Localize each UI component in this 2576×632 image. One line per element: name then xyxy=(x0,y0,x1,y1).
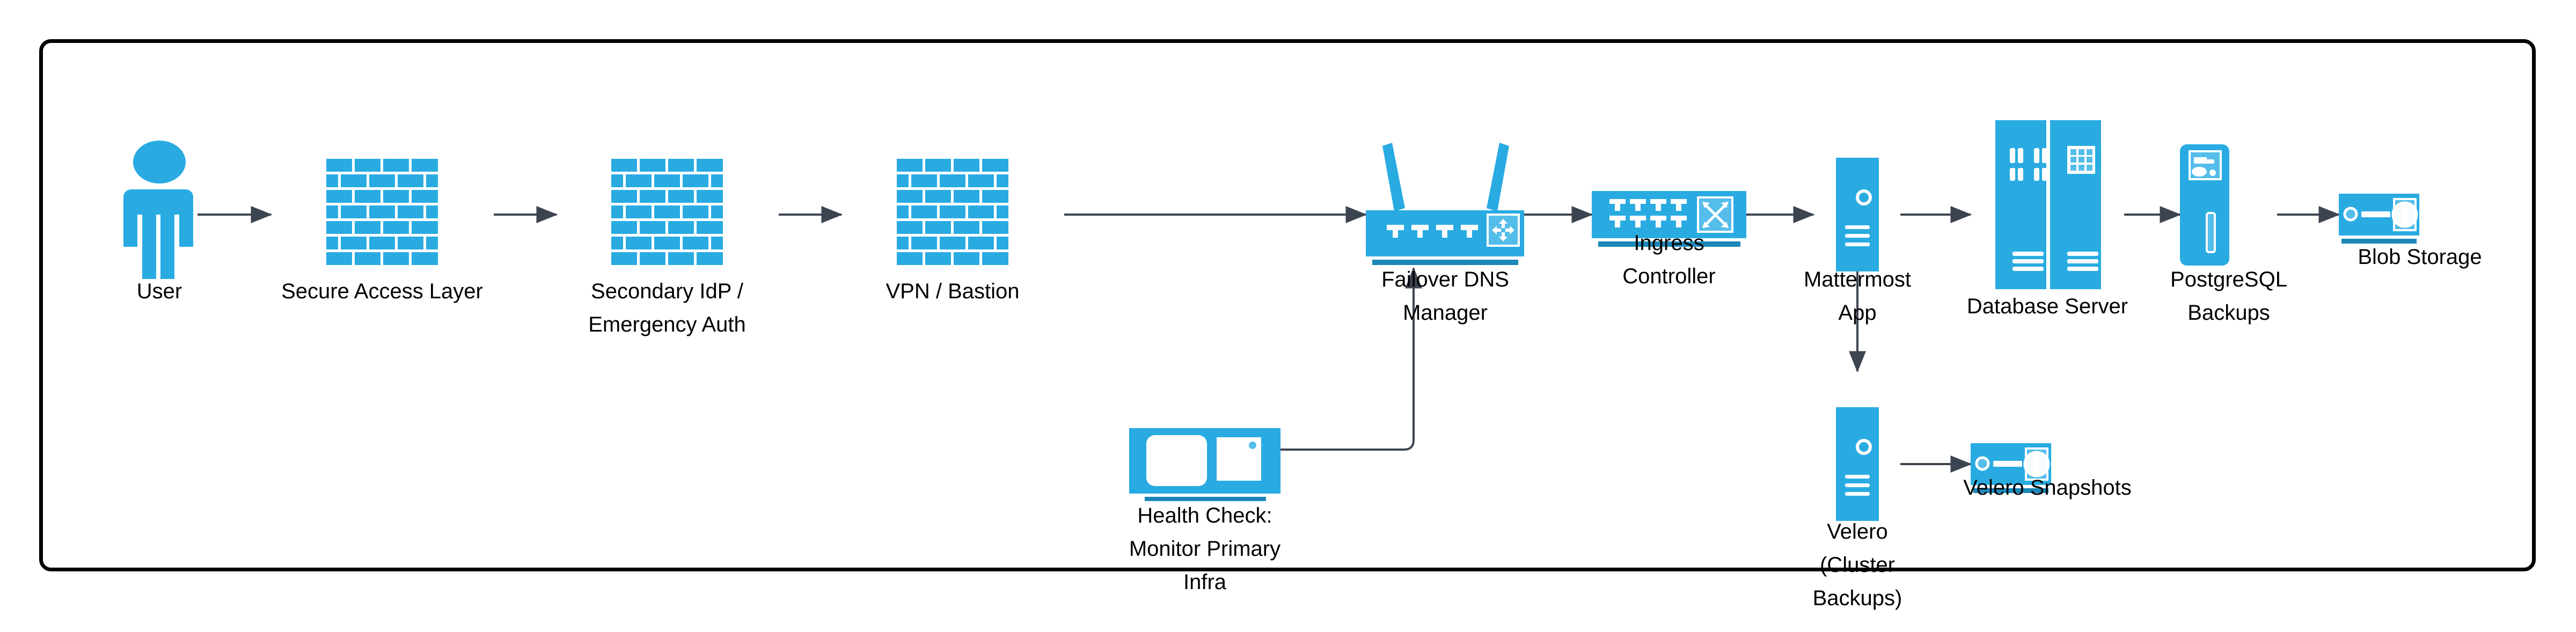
node-vpn-bastion-icon[interactable] xyxy=(897,159,1008,265)
node-health-check-icon[interactable] xyxy=(1129,428,1280,501)
node-mattermost-app-icon[interactable] xyxy=(1836,158,1879,271)
node-secure-access-icon[interactable] xyxy=(326,159,438,265)
node-velero-icon[interactable] xyxy=(1836,407,1879,521)
edge-health-check-to-failover-dns xyxy=(1280,267,1422,451)
node-database-server-icon[interactable] xyxy=(1995,120,2101,289)
node-secondary-idp-icon[interactable] xyxy=(611,159,723,265)
diagram-outer-frame xyxy=(39,39,2536,571)
node-postgresql-backups-icon[interactable] xyxy=(2180,144,2229,266)
node-user-icon[interactable] xyxy=(123,141,193,279)
node-ingress-controller-icon[interactable] xyxy=(1592,191,1746,247)
node-blob-storage-icon[interactable] xyxy=(2339,194,2419,244)
node-velero-snapshots-icon[interactable] xyxy=(1971,443,2051,493)
node-failover-dns-icon[interactable] xyxy=(1366,143,1524,265)
